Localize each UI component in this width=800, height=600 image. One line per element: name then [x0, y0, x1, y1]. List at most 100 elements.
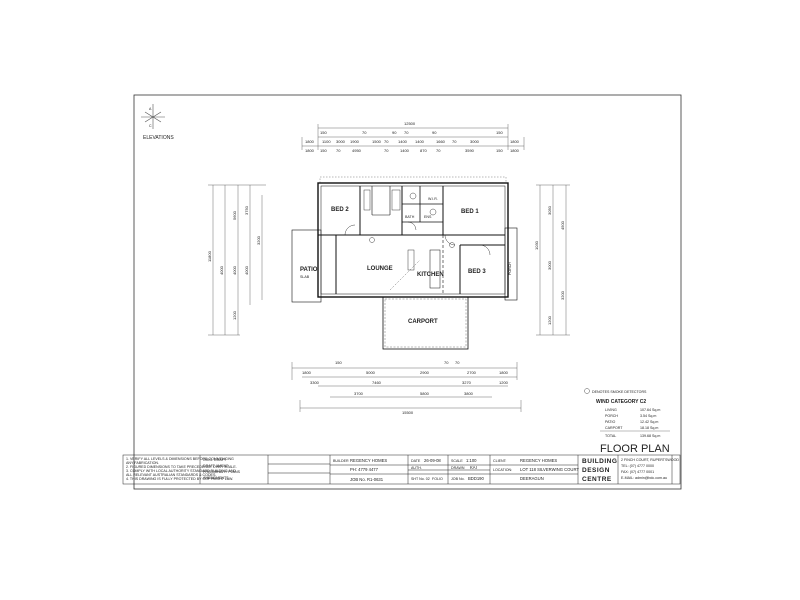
top-dimension-lines — [301, 124, 525, 150]
top-dims-row2: 1800 1100 1900 70 1400 1660 70 3000 1800 — [305, 139, 520, 153]
note-line: 1. VERIFY ALL LEVELS & DIMENSIONS BEFORE… — [126, 457, 234, 461]
dim-label: 3200 — [560, 290, 565, 300]
dim-label: 3590 — [465, 148, 475, 153]
revision-list: ORIG. DRAFT DRAFT AMEND PRELIMINARY PLAN… — [203, 458, 241, 480]
general-notes: 1. VERIFY ALL LEVELS & DIMENSIONS BEFORE… — [126, 457, 237, 481]
dim-label: 3800 — [464, 391, 474, 396]
dim-label: 1500 — [372, 139, 382, 144]
dim-label: 1030 — [534, 240, 539, 250]
location-label: LOCATION: — [493, 468, 512, 472]
drawing-title: FLOOR PLAN — [600, 443, 670, 455]
date-label: DATE — [411, 459, 421, 463]
room-porch: PORCH — [508, 262, 512, 275]
svg-text:C: C — [149, 124, 152, 128]
wind-category: WIND CATEGORY C2 — [596, 399, 646, 405]
contact-line: TEL: (07) 4777 0000 — [621, 464, 654, 468]
dim-label: 3000 — [470, 139, 480, 144]
dim-label: 11800 — [207, 250, 212, 262]
dim-label: 4950 — [352, 148, 362, 153]
revision-item: AMENDMENTS — [203, 476, 229, 480]
inner-wall-line — [320, 185, 506, 295]
sheet-number: SHT No. 02 — [411, 477, 430, 481]
scale-label: SCALE — [451, 459, 463, 463]
dim-label: 3200 — [256, 235, 261, 245]
floor-plan — [291, 176, 518, 350]
dim-label: 70 — [452, 139, 457, 144]
smoke-detector-note: DENOTES SMOKE DETECTORS — [592, 390, 647, 394]
area-label: CARPORT — [605, 426, 623, 430]
dim-label: 1900 — [350, 139, 360, 144]
room-ens: ENS — [424, 215, 432, 219]
svg-text:A: A — [149, 107, 152, 111]
dim-label: 150 — [320, 130, 327, 135]
dim-label: 2900 — [420, 370, 430, 375]
builder-name: REGENCY HOMES — [350, 458, 387, 463]
dim-label: 1200 — [547, 315, 552, 325]
dim-label: 870 — [420, 148, 427, 153]
suburb-value: DEERAGUN — [520, 476, 544, 481]
area-label: TOTAL — [605, 434, 616, 438]
dim-label: 3700 — [354, 391, 364, 396]
sheet-border — [133, 94, 682, 490]
area-value: 18.18 Sq.m — [640, 426, 658, 430]
elevations-label: ELEVATIONS — [143, 135, 174, 141]
scale-value: 1:100 — [466, 458, 477, 463]
room-bed1: BED 1 — [461, 209, 479, 215]
auth-label: AUTH. — [411, 466, 422, 470]
dim-label: 90 — [392, 130, 397, 135]
contact-line: 2 FINCH COURT, RUPERTSWOOD — [621, 458, 679, 462]
area-label: LIVING — [605, 408, 617, 412]
dim-label: 90 — [432, 130, 437, 135]
top-overall-dim: 12500 — [404, 121, 416, 126]
revision-item: ORIG. DRAFT — [203, 458, 227, 462]
room-kitchen: KITCHEN — [417, 272, 444, 278]
note-line: 3. COMPLY WITH LOCAL AUTHORITY STANDARD … — [126, 469, 236, 473]
porch-outline — [504, 227, 518, 301]
room-wir: W.I.R. — [428, 197, 438, 201]
top-dims-row3: 150 70 4950 70 1400 870 70 3590 150 — [320, 148, 503, 153]
dim-label: 1400 — [398, 139, 408, 144]
builder-job: JOB No. R1-0631 — [350, 477, 384, 482]
note-line: 4. THIS DRAWING IS FULLY PROTECTED BY CO… — [126, 477, 233, 481]
room-patio-note: SLAB — [300, 275, 310, 279]
builder-phone: PH: 4779 4477 — [350, 467, 379, 472]
room-bed2: BED 2 — [331, 207, 349, 213]
dim-label: 1800 — [499, 370, 509, 375]
dim-label: 5800 — [420, 391, 430, 396]
contact-line: FAX: (07) 4777 0001 — [621, 470, 654, 474]
company-name-line3: CENTRE — [582, 476, 612, 483]
room-patio: PATIO — [300, 267, 318, 273]
job-no-value: BDD190 — [468, 476, 484, 481]
dim-label: 1800 — [510, 148, 520, 153]
dim-label: 70 — [362, 130, 367, 135]
carport-inner — [384, 298, 467, 348]
patio-outline — [291, 229, 322, 303]
top-dims-row1: 150 1800 3000 70 1500 90 70 1400 90 1800… — [305, 130, 520, 144]
area-value: 139.68 Sq.m — [640, 434, 660, 438]
dim-label: 1400 — [400, 148, 410, 153]
dim-label: 5000 — [366, 370, 376, 375]
left-dimension-lines — [208, 184, 266, 336]
dim-label: 4500 — [560, 220, 565, 230]
dim-label: 1660 — [436, 139, 446, 144]
carport-outline — [382, 296, 469, 350]
folio-label: FOLIO — [432, 477, 443, 481]
dim-label: 1800 — [510, 139, 520, 144]
dim-label: 15500 — [402, 410, 414, 415]
dim-label: 1200 — [232, 310, 237, 320]
dim-label: 3050 — [547, 205, 552, 215]
right-dims: 3050 4500 3000 1030 3200 1200 — [534, 205, 565, 325]
title-block — [122, 454, 681, 485]
location-value: LOT 118 SILVERWING COURT — [520, 467, 579, 472]
elevations-marker: A C — [141, 104, 165, 129]
island — [407, 249, 415, 271]
dim-label: 3300 — [310, 380, 320, 385]
dim-label: 5600 — [232, 210, 237, 220]
area-schedule: DENOTES SMOKE DETECTORS WIND CATEGORY C2… — [584, 388, 670, 438]
dim-label: 4000 — [244, 265, 249, 275]
company-name-line1: BUILDING — [582, 458, 617, 465]
room-bed3: BED 3 — [468, 269, 486, 275]
right-dimension-lines — [536, 184, 570, 336]
dim-label: 3000 — [547, 260, 552, 270]
